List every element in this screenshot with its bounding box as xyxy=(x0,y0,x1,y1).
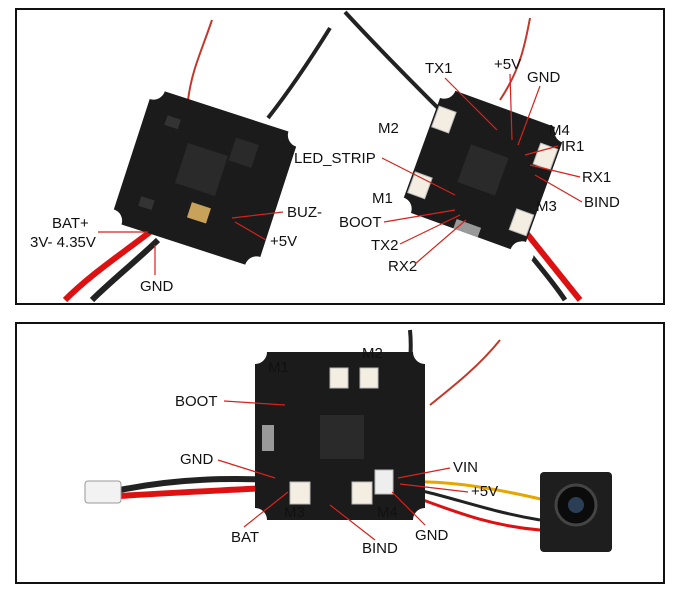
label-bottom-m4: M4 xyxy=(377,504,398,521)
bottom-board-labels: M1 M2 BOOT GND VIN +5V M3 M4 BAT BIND GN… xyxy=(175,345,498,557)
label-plus5v-left: +5V xyxy=(270,233,297,250)
label-bottom-gnd-right: GND xyxy=(415,527,449,544)
label-m1: M1 xyxy=(372,190,393,207)
label-boot: BOOT xyxy=(339,214,382,231)
label-bottom-vin: VIN xyxy=(453,459,478,476)
label-bind: BIND xyxy=(584,194,620,211)
label-ir1: IR1 xyxy=(561,138,584,155)
label-bottom-m2: M2 xyxy=(362,345,383,362)
label-gnd-right: GND xyxy=(527,69,561,86)
left-board-labels: BAT+ 3V- 4.35V GND BUZ- +5V xyxy=(30,204,322,295)
label-rx2: RX2 xyxy=(388,258,417,275)
label-bottom-bind: BIND xyxy=(362,540,398,557)
left-flight-controller-board xyxy=(62,19,332,303)
right-board-labels: TX1 +5V GND M2 M4 IR1 LED_STRIP RX1 M1 B… xyxy=(294,56,620,275)
label-m4: M4 xyxy=(549,122,570,139)
label-bottom-m1: M1 xyxy=(268,359,289,376)
label-bottom-plus5v: +5V xyxy=(471,483,498,500)
label-voltage: 3V- 4.35V xyxy=(30,234,96,251)
label-tx2: TX2 xyxy=(371,237,399,254)
label-bottom-gnd-left: GND xyxy=(180,451,214,468)
label-gnd-left: GND xyxy=(140,278,174,295)
label-led-strip: LED_STRIP xyxy=(294,150,376,167)
label-bottom-boot: BOOT xyxy=(175,393,218,410)
label-tx1: TX1 xyxy=(425,60,453,77)
label-rx1: RX1 xyxy=(582,169,611,186)
label-bottom-m3: M3 xyxy=(284,504,305,521)
label-bottom-bat: BAT xyxy=(231,529,259,546)
bottom-flight-controller-board xyxy=(84,329,612,552)
label-buz-minus: BUZ- xyxy=(287,204,322,221)
label-m2: M2 xyxy=(378,120,399,137)
label-bat-plus: BAT+ xyxy=(52,215,89,232)
label-m3: M3 xyxy=(536,198,557,215)
label-plus5v-right: +5V xyxy=(494,56,521,73)
